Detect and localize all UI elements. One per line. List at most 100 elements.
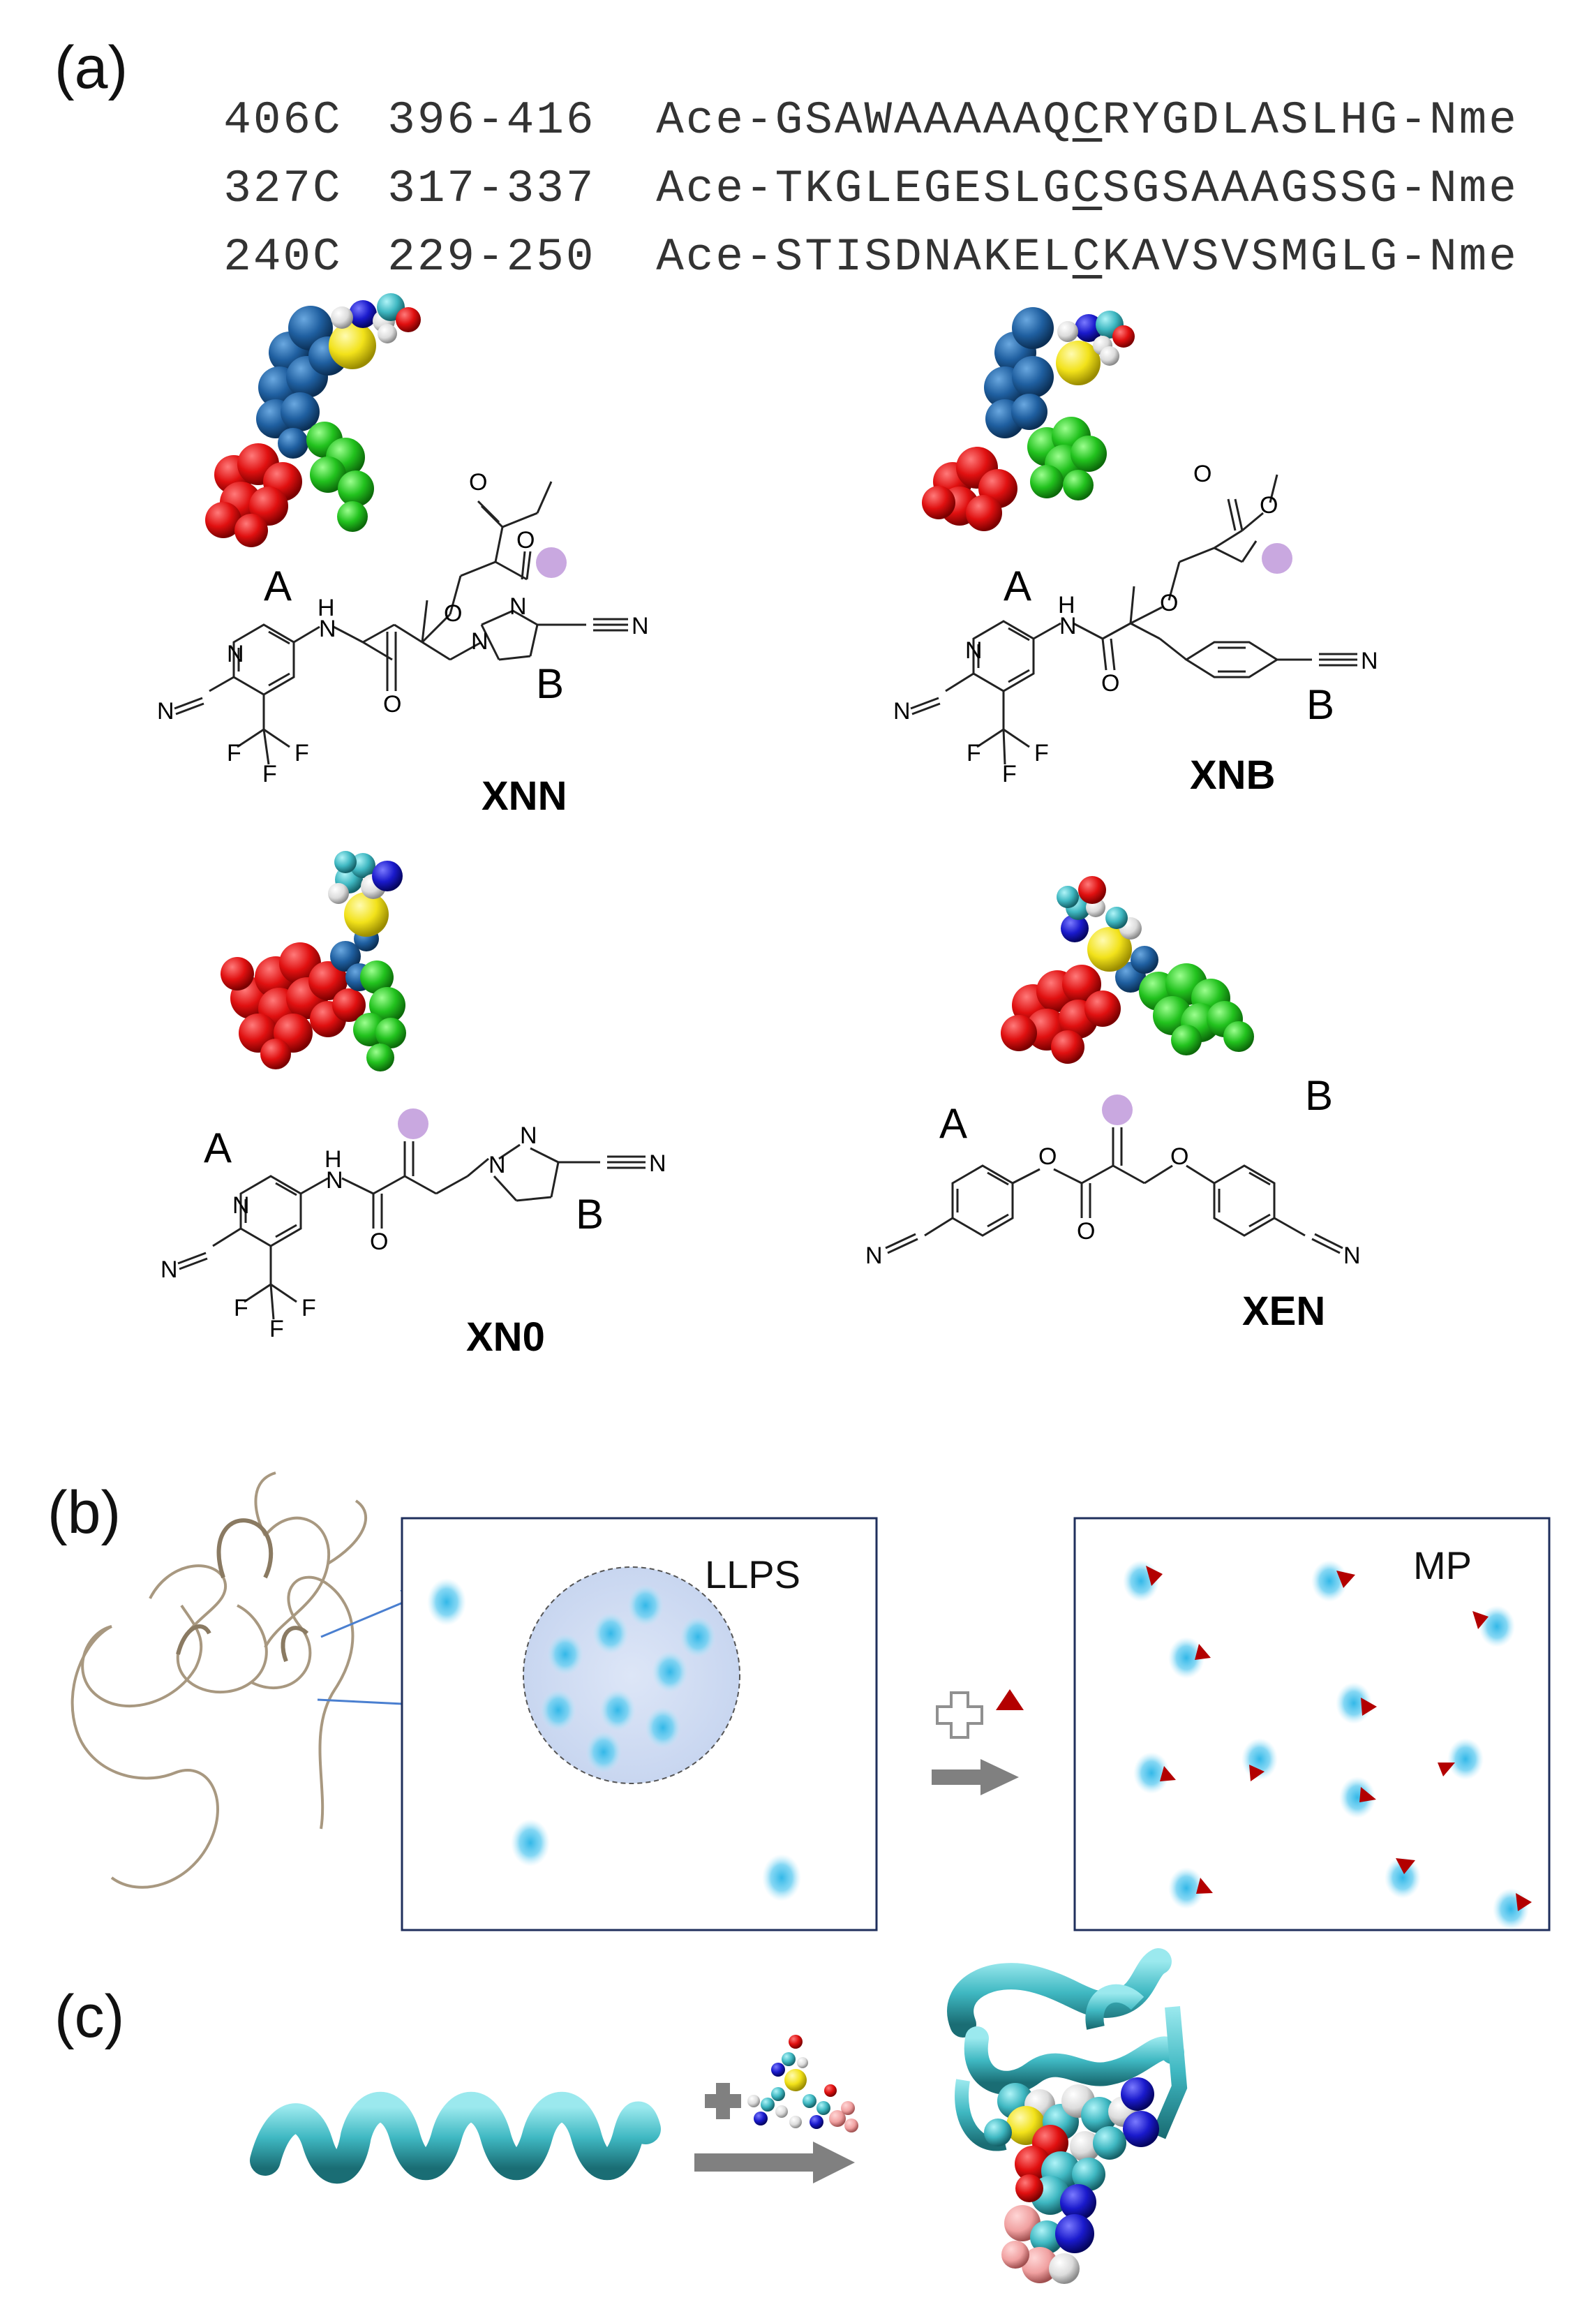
cysteine-residue: C — [1072, 231, 1103, 283]
atom-label: N — [1343, 1242, 1361, 1269]
site-a-label: A — [939, 1100, 967, 1147]
warhead-marker — [1262, 543, 1292, 574]
compound-xen: O O O N N A B XEN — [865, 876, 1361, 1334]
helix-compound-complex — [947, 1948, 1188, 2284]
site-a-label: A — [264, 563, 292, 609]
cysteine-residue: C — [1072, 163, 1103, 215]
warhead-marker — [1102, 1095, 1133, 1125]
add-ligand-symbol — [932, 1689, 1024, 1795]
compound-xnb: N H N O O O O N N F F F A B XNB — [893, 307, 1378, 798]
space-filling-model — [221, 851, 406, 1071]
sequence-pre: Ace-STISDNAKEL — [656, 231, 1073, 283]
atom-label: H — [1058, 592, 1075, 618]
atom-label: N — [649, 1150, 666, 1177]
sequence-row: 240C 229-250 Ace-STISDNAKELCKAVSVSMGLG-Nme — [164, 179, 1519, 283]
skeletal-structure — [177, 1141, 646, 1320]
compound-xnn: N H N O O O O N N N N F F F A B XNN — [157, 293, 649, 819]
compound-name: XN0 — [466, 1314, 545, 1360]
atom-label: O — [383, 691, 401, 718]
protein-molecules — [427, 1578, 801, 1901]
sequence-range: 229-250 — [387, 231, 596, 283]
site-b-label: B — [1306, 681, 1334, 728]
sequence-range: 317-337 — [387, 163, 596, 215]
atom-label: F — [294, 740, 309, 766]
atom-label: O — [1160, 590, 1178, 616]
sequence-post: SGSAAAGSSG-Nme — [1102, 163, 1519, 215]
skeletal-structure — [885, 1127, 1343, 1254]
space-filling-model — [1001, 876, 1254, 1064]
compound-name: XNB — [1190, 752, 1275, 798]
skeletal-structure — [174, 481, 628, 765]
space-filling-model — [922, 307, 1135, 531]
protein-molecules — [1123, 1560, 1529, 1930]
atom-label: O — [1101, 670, 1119, 697]
atom-label: N — [227, 641, 244, 667]
atom-label: O — [370, 1229, 388, 1255]
mp-box: MP — [1073, 1517, 1551, 1931]
llps-label: LLPS — [705, 1552, 800, 1596]
sequence-post: KAVSVSMGLG-Nme — [1102, 231, 1519, 283]
compound-ball-stick — [747, 2035, 858, 2132]
alpha-helix-ribbon — [250, 2091, 661, 2184]
site-b-label: B — [576, 1191, 604, 1238]
space-filling-model — [205, 293, 421, 547]
sequence-post: RYGDLASLHG-Nme — [1102, 94, 1519, 147]
ligand-molecules — [1146, 1566, 1532, 1911]
atom-label: N — [965, 637, 983, 664]
atom-label: O — [1260, 492, 1278, 519]
compound-name: XEN — [1242, 1289, 1325, 1334]
atom-label: F — [227, 740, 241, 766]
atom-label: F — [1002, 761, 1017, 787]
atom-label: O — [516, 527, 535, 554]
plus-icon — [705, 2083, 741, 2119]
panel-label-a: (a) — [54, 34, 128, 101]
atom-label: O — [1170, 1143, 1188, 1170]
atom-label: F — [1034, 740, 1049, 766]
sequence-pre: Ace-GSAWAAAAAQ — [656, 94, 1073, 147]
atom-label: O — [444, 600, 462, 627]
atom-label: N — [893, 698, 911, 725]
site-a-label: A — [204, 1125, 232, 1171]
atom-label: N — [865, 1242, 883, 1269]
atom-label: F — [234, 1295, 248, 1321]
atom-label: N — [1361, 648, 1378, 674]
sequence-id: 406C — [223, 94, 343, 147]
atom-label: N — [232, 1192, 250, 1219]
atom-label: N — [326, 1167, 343, 1194]
site-b-label: B — [1305, 1072, 1333, 1119]
atom-label: N — [319, 616, 336, 642]
arrow-head — [813, 2142, 855, 2183]
panel-label-c: (c) — [54, 1983, 125, 2050]
site-a-label: A — [1004, 563, 1031, 609]
atom-label: N — [1059, 613, 1077, 639]
plus-icon — [936, 1691, 983, 1739]
atom-label: N — [632, 613, 649, 639]
arrow-head — [980, 1759, 1019, 1795]
atom-label: N — [520, 1122, 537, 1149]
sequence-id: 240C — [223, 231, 343, 283]
ligand-icon — [996, 1689, 1024, 1710]
add-compound-symbol — [694, 2035, 858, 2183]
site-b-label: B — [536, 660, 564, 707]
sequence-id: 327C — [223, 163, 343, 215]
cysteine-residue: C — [1072, 94, 1103, 147]
arrow-shaft — [932, 1769, 980, 1785]
compound-xn0: N H N O N N N N F F F A B XN0 — [161, 851, 666, 1360]
warhead-marker — [536, 547, 567, 578]
atom-label: O — [1038, 1143, 1057, 1170]
atom-label: F — [269, 1316, 284, 1342]
atom-label: F — [262, 761, 277, 787]
mp-label: MP — [1413, 1543, 1472, 1587]
warhead-marker — [398, 1108, 428, 1139]
compound-name: XNN — [482, 773, 567, 819]
skeletal-structure — [910, 474, 1357, 765]
atom-label: O — [1077, 1218, 1095, 1245]
atom-label: N — [509, 593, 527, 620]
atom-label: F — [301, 1295, 316, 1321]
atom-label: N — [471, 628, 489, 655]
atom-label: O — [469, 469, 487, 496]
condensate-droplet — [523, 1566, 740, 1784]
